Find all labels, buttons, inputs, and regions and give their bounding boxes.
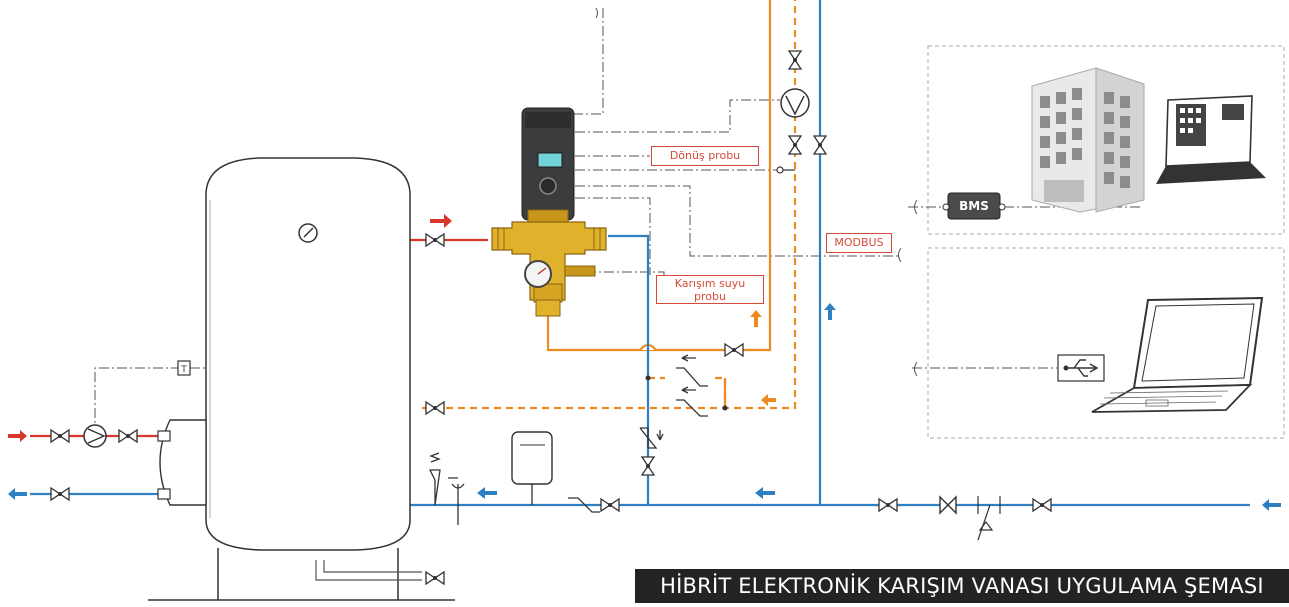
svg-text:T: T: [180, 365, 187, 375]
gate-valve-icon: [939, 495, 957, 515]
laptop-icon: [1091, 296, 1264, 413]
strainer-icon: [977, 496, 1001, 541]
usb-icon: [1057, 354, 1105, 382]
building-icon: [1031, 67, 1145, 213]
storage-tank: [148, 157, 455, 601]
bms-label: BMS: [959, 199, 989, 213]
mixing-valve-assembly: [491, 107, 607, 317]
mix-probe-label-line2: probu: [694, 290, 726, 303]
safety-valve-icon: [428, 452, 465, 525]
modbus-label: MODBUS: [826, 233, 892, 253]
bms-box: [942, 192, 1006, 220]
cold-water-lines: [30, 0, 1250, 507]
diagram-title: HİBRİT ELEKTRONİK KARIŞIM VANASI UYGULAM…: [635, 569, 1289, 603]
pressure-gauge-icon: [298, 223, 318, 243]
return-probe-label: Dönüş probu: [651, 146, 759, 166]
pc-panel-box: [927, 247, 1285, 439]
check-valve-icon: [568, 354, 708, 513]
break-marks: [595, 7, 918, 377]
pump-icon: [83, 88, 810, 448]
bms-panel-box: [927, 45, 1285, 235]
mix-probe-label-line1: Karışım suyu: [674, 277, 746, 290]
flow-arrow-icon: [8, 214, 1281, 511]
orange-return-lines: [422, 0, 797, 410]
temp-sensor-box: [177, 360, 191, 376]
laptop-icon: [1156, 95, 1266, 184]
expansion-tank-icon: [511, 431, 553, 505]
mix-probe-label: Karışım suyu probu: [656, 275, 764, 304]
